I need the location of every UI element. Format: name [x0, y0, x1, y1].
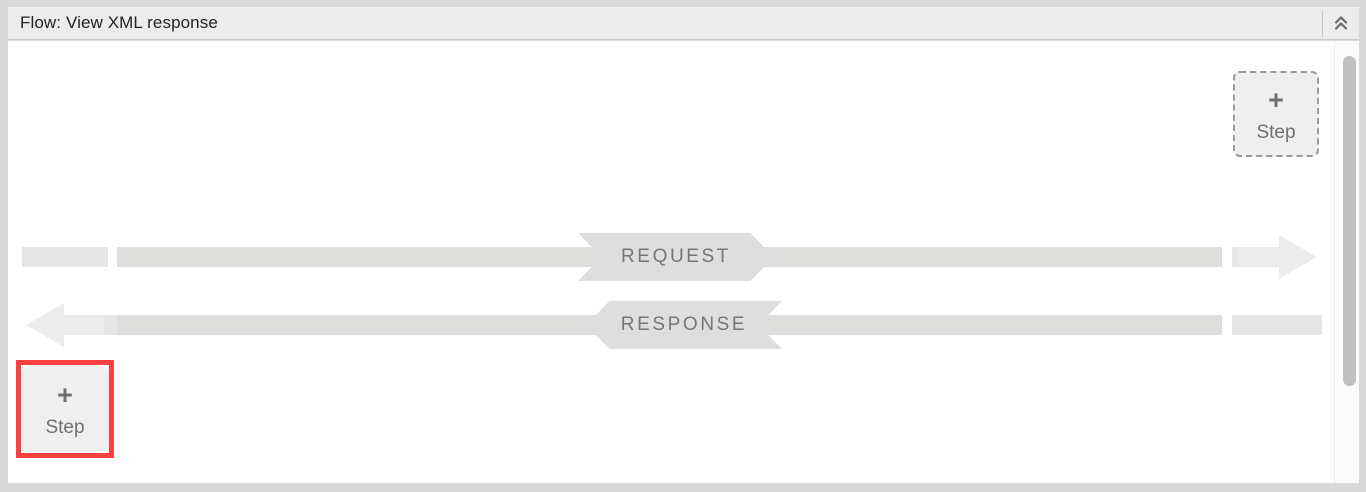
flow-row-request: REQUEST: [8, 233, 1334, 281]
response-banner: RESPONSE: [586, 301, 782, 349]
add-step-label: Step: [1256, 121, 1296, 143]
page-title: Flow: View XML response: [20, 13, 218, 32]
panel-header: Flow: View XML response: [8, 7, 1359, 40]
response-bar-tail: [1232, 315, 1322, 335]
response-bar-stub: [104, 315, 118, 335]
flow-canvas: REQUEST RESPONSE + Step + Step: [8, 41, 1334, 483]
response-banner-label: RESPONSE: [620, 314, 748, 335]
add-step-button-top-right[interactable]: + Step: [1233, 71, 1319, 157]
double-chevron-up-icon[interactable]: [1323, 7, 1359, 39]
request-bar-stub: [22, 247, 108, 267]
add-step-label: Step: [45, 416, 85, 438]
request-banner-label: REQUEST: [620, 246, 732, 267]
plus-icon: +: [1268, 84, 1284, 115]
plus-icon: +: [57, 379, 73, 410]
request-arrow-head-icon: [1239, 233, 1317, 281]
header-divider: [1322, 11, 1323, 37]
vertical-scrollbar-thumb[interactable]: [1343, 56, 1356, 386]
add-step-button-bottom-left[interactable]: + Step: [22, 366, 108, 452]
request-banner: REQUEST: [578, 233, 774, 281]
response-arrow-head-icon: [26, 301, 104, 349]
flow-row-response: RESPONSE: [8, 301, 1334, 349]
